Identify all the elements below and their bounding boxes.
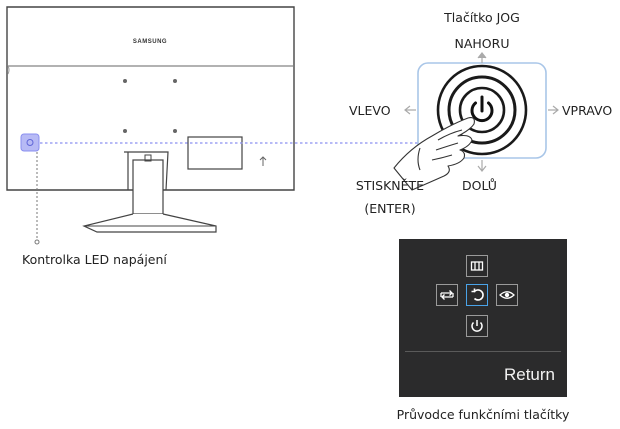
arrow-up-icon <box>477 52 487 63</box>
power-icon <box>470 101 494 123</box>
mount-screw <box>173 129 177 133</box>
jog-label-press: STISKNĚTE <box>355 178 425 193</box>
arrow-left-icon <box>404 105 416 115</box>
power-icon[interactable] <box>466 315 488 337</box>
arrow-right-icon <box>548 105 559 115</box>
monitor-brand-logo: SAMSUNG <box>133 39 167 45</box>
jog-label-enter: (ENTER) <box>364 201 416 216</box>
jog-label-down: DOLŮ <box>462 178 497 193</box>
power-led <box>20 133 40 152</box>
led-label: Kontrolka LED napájení <box>22 252 167 267</box>
guide-return-label: Return <box>503 365 555 384</box>
guide-separator <box>405 351 561 352</box>
eye-saver-icon[interactable] <box>496 284 518 306</box>
monitor-rear: SAMSUNG <box>6 6 295 191</box>
mount-screw <box>123 129 127 133</box>
mount-screw <box>173 79 177 83</box>
arrow-down-icon <box>477 160 487 172</box>
jog-title: Tlačítko JOG <box>444 10 520 25</box>
guide-caption: Průvodce funkčními tlačítky <box>396 407 570 422</box>
monitor-stand <box>82 151 217 233</box>
menu-icon[interactable] <box>466 255 488 277</box>
pressing-hand <box>393 117 475 191</box>
jog-label-right: VPRAVO <box>562 103 613 118</box>
jog-label-up: NAHORU <box>454 36 510 51</box>
return-icon[interactable] <box>466 284 488 306</box>
function-key-guide: Return <box>399 239 567 397</box>
port-panel <box>187 136 243 170</box>
jog-label-left: VLEVO <box>349 103 391 118</box>
swap-source-icon[interactable] <box>436 284 458 306</box>
mount-screw <box>123 79 127 83</box>
